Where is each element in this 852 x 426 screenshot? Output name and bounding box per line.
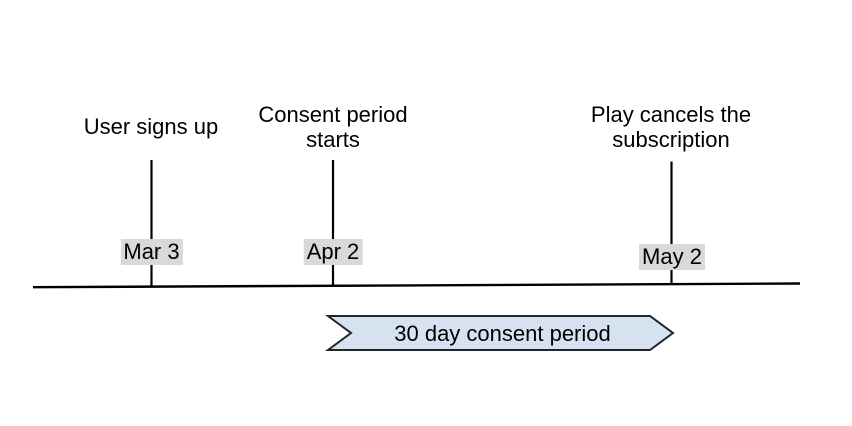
date-badge-mar3: Mar 3 [120, 239, 183, 265]
timeline-axis [32, 282, 801, 289]
consent-period-ribbon [324, 315, 675, 351]
date-badge-may2: May 2 [639, 244, 705, 270]
date-badge-apr2: Apr 2 [303, 239, 363, 265]
event-label-consent-period-starts: Consent period starts [258, 101, 408, 152]
event-label-user-signs-up: User signs up [83, 114, 219, 139]
consent-period-ribbon-label: 30 day consent period [394, 320, 611, 346]
event-label-play-cancels-subscription: Play cancels the subscription [590, 101, 752, 152]
